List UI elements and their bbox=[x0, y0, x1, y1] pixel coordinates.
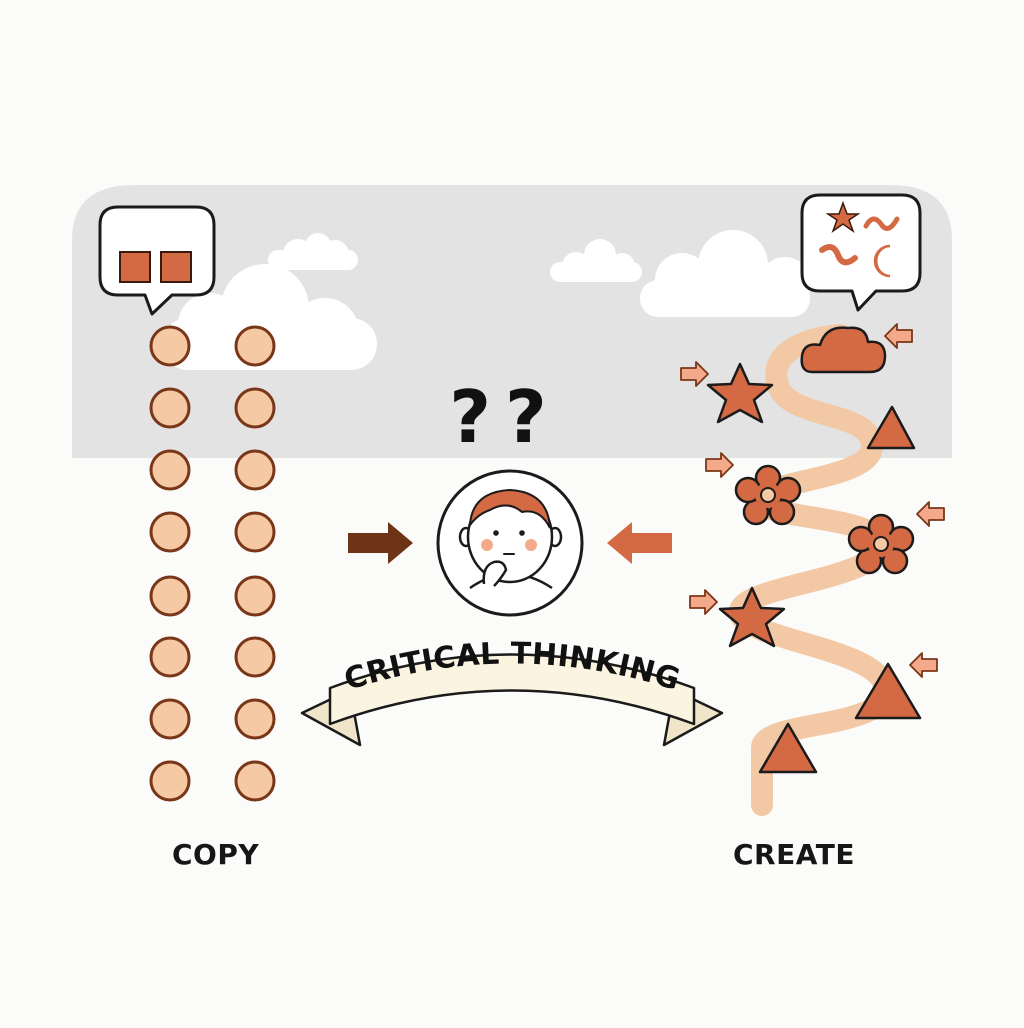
copy-dot bbox=[234, 636, 276, 678]
copy-dot bbox=[149, 698, 191, 740]
copy-dot bbox=[149, 449, 191, 491]
arrow-right-icon bbox=[689, 589, 718, 615]
copy-dot bbox=[234, 387, 276, 429]
question-marks: ?? bbox=[449, 375, 561, 459]
star-shape-icon bbox=[718, 586, 786, 648]
copy-dot bbox=[149, 575, 191, 617]
copy-dot bbox=[149, 760, 191, 802]
triangle-shape-icon bbox=[854, 662, 922, 720]
triangle-shape-icon bbox=[866, 405, 916, 450]
copy-dot bbox=[234, 760, 276, 802]
arrow-left-icon bbox=[884, 323, 913, 349]
flower-shape-icon bbox=[734, 464, 802, 526]
arrow-right-icon bbox=[705, 452, 734, 478]
arrow-from-create-icon bbox=[607, 522, 672, 564]
copy-dot bbox=[149, 325, 191, 367]
copy-dot bbox=[149, 387, 191, 429]
cloud-right-small bbox=[550, 239, 642, 282]
copy-dot bbox=[234, 575, 276, 617]
copy-dot-grid bbox=[149, 325, 276, 802]
arrow-from-copy-icon bbox=[348, 522, 413, 564]
small-arrows bbox=[680, 323, 945, 678]
triangle-shape-icon bbox=[758, 722, 818, 774]
copy-speech-bubble bbox=[98, 205, 216, 316]
star-icon bbox=[825, 200, 861, 233]
create-label: CREATE bbox=[733, 838, 855, 871]
cloud-shape-icon bbox=[800, 326, 887, 374]
copy-dot bbox=[234, 325, 276, 367]
arrow-left-icon bbox=[909, 652, 938, 678]
cloud-left-small bbox=[268, 233, 358, 270]
copy-dot bbox=[234, 698, 276, 740]
copy-dot bbox=[234, 449, 276, 491]
arrow-right-icon bbox=[680, 361, 709, 387]
cloud-right-large bbox=[640, 230, 811, 317]
squiggle-icon bbox=[863, 216, 900, 231]
star-shape-icon bbox=[706, 362, 774, 424]
copy-label: COPY bbox=[172, 838, 260, 871]
square-icon bbox=[160, 251, 192, 283]
copy-dot bbox=[234, 511, 276, 553]
flower-shape-icon bbox=[847, 513, 915, 575]
square-icon bbox=[119, 251, 151, 283]
thinking-person-icon bbox=[436, 469, 584, 617]
critical-thinking-banner: CRITICAL THINKING bbox=[300, 636, 724, 747]
crescent-moon-icon bbox=[873, 244, 891, 278]
create-speech-bubble bbox=[800, 193, 922, 312]
copy-dot bbox=[149, 511, 191, 553]
squiggle-icon bbox=[819, 243, 858, 266]
copy-dot bbox=[149, 636, 191, 678]
arrow-left-icon bbox=[916, 501, 945, 527]
